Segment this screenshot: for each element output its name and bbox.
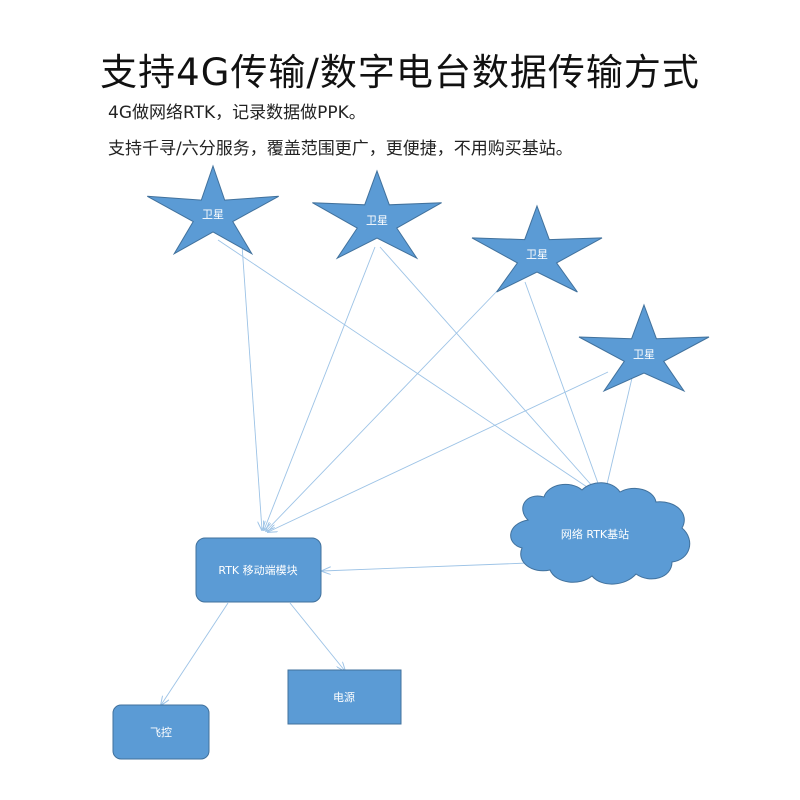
star-icon	[147, 164, 279, 256]
link-sat3-base-station	[524, 281, 603, 497]
connections	[161, 239, 633, 705]
base-station-label: 网络 RTK基站	[561, 527, 629, 541]
description-line-1: 4G做网络RTK，记录数据做PPK。	[108, 103, 366, 123]
page-title: 支持4G传输/数字电台数据传输方式	[100, 51, 700, 94]
rtk-module-box	[195, 537, 322, 603]
satellite-2-label: 卫星	[366, 214, 388, 227]
satellite-1-label: 卫星	[202, 208, 224, 221]
power-label: 电源	[333, 690, 355, 704]
satellite-4-label: 卫星	[633, 348, 655, 361]
satellite-3: 卫星	[471, 204, 603, 293]
rtk-module: RTK 移动端模块	[195, 537, 322, 603]
rtk-module-label: RTK 移动端模块	[218, 564, 297, 577]
flight-control-box	[112, 704, 210, 760]
link-sat2-base-station	[379, 246, 602, 497]
link-rtk-module-power	[289, 602, 345, 671]
star-icon	[471, 204, 603, 293]
link-sat1-base-station	[217, 239, 602, 497]
satellite-2: 卫星	[312, 169, 442, 260]
link-rtk-module-flight-control	[161, 602, 229, 705]
base-station: 网络 RTK基站	[510, 482, 691, 585]
power: 电源	[287, 669, 402, 725]
power-box	[287, 669, 402, 725]
satellite-4: 卫星	[578, 303, 710, 393]
link-sat2-rtk-module	[264, 246, 376, 530]
link-sat4-rtk-module	[268, 371, 609, 532]
flight-control: 飞控	[112, 704, 210, 760]
satellite-3-label: 卫星	[526, 248, 548, 261]
description-line-2: 支持千寻/六分服务，覆盖范围更广，更便捷，不用购买基站。	[108, 139, 573, 159]
flight-control-label: 飞控	[150, 725, 172, 739]
link-base-station-rtk-module	[322, 562, 529, 571]
star-icon	[312, 169, 442, 260]
link-sat1-rtk-module	[241, 244, 262, 530]
link-sat4-base-station	[604, 377, 633, 497]
satellite-1: 卫星	[147, 164, 279, 256]
star-icon	[578, 303, 710, 393]
cloud-icon	[510, 482, 691, 585]
link-sat3-rtk-module	[266, 287, 501, 531]
